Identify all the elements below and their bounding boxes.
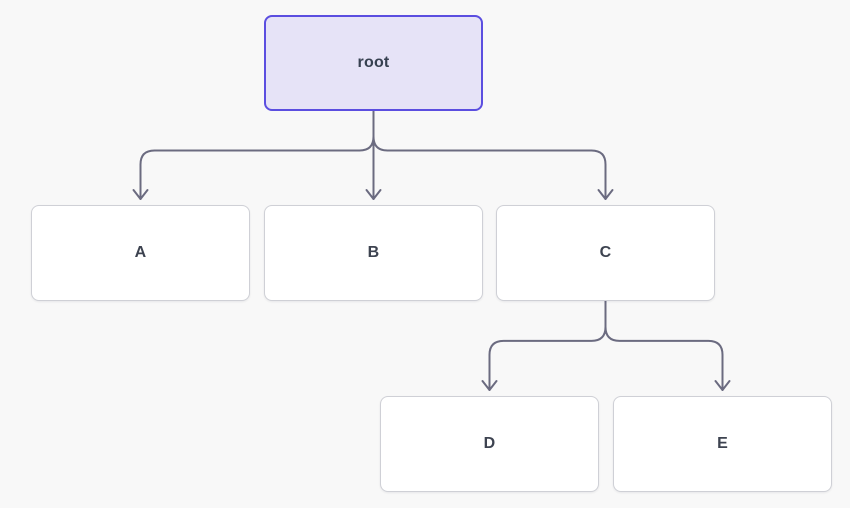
edge-c-to-e (604, 300, 724, 391)
edge-root-to-a (139, 110, 375, 200)
node-label: B (367, 244, 380, 261)
node-label: A (134, 244, 147, 261)
node-b[interactable]: B (264, 205, 483, 301)
arrowhead-c-to-d (481, 380, 498, 391)
node-a[interactable]: A (31, 205, 250, 301)
arrowhead-root-to-a (132, 189, 149, 200)
node-d[interactable]: D (380, 396, 599, 492)
node-label: C (599, 244, 612, 261)
arrowhead-root-to-b (365, 189, 382, 200)
edge-c-to-d (488, 300, 607, 391)
arrowhead-c-to-e (714, 380, 731, 391)
node-label: D (483, 435, 496, 452)
edge-root-to-c (372, 110, 607, 200)
node-e[interactable]: E (613, 396, 832, 492)
arrowhead-root-to-c (597, 189, 614, 200)
node-root[interactable]: root (264, 15, 483, 111)
node-label: root (357, 54, 390, 71)
node-c[interactable]: C (496, 205, 715, 301)
node-label: E (717, 435, 728, 452)
